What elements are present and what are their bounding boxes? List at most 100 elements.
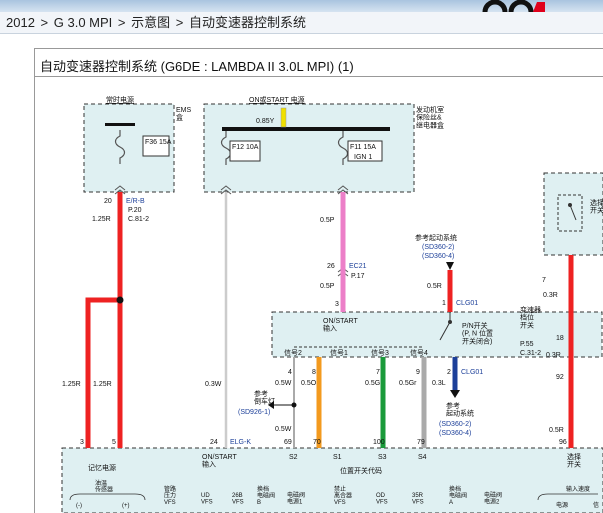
pin-70-label: 70 <box>313 439 321 446</box>
pin-69-label: 69 <box>284 439 292 446</box>
sd926-label: (SD926-1) <box>238 409 270 416</box>
p55-label: P.55 <box>520 341 534 348</box>
yellow-feed-wire <box>280 107 287 128</box>
fuse-f36-icon <box>114 130 126 164</box>
wire-05o-label: 0.5O <box>301 380 317 387</box>
junction-dot <box>116 296 124 304</box>
signal-3-label: 信号3 <box>371 348 389 357</box>
wire-125r-c-label: 1.25R <box>93 381 112 388</box>
pin-18-label: 18 <box>556 335 564 342</box>
range-switch-label: 变速器档位开关 <box>520 305 541 329</box>
wire-05r-label: 0.5R <box>427 283 442 290</box>
sd360-4b-label: (SD360-4) <box>439 430 471 437</box>
wire-125r-label: 1.25R <box>92 216 111 223</box>
clg01-a-label: CLG01 <box>456 300 478 307</box>
breadcrumb-separator: > <box>172 15 187 30</box>
arrow-down-icon <box>450 390 460 398</box>
pin-7-label: 7 <box>376 369 380 376</box>
select-switch-top-label: 选择开关 <box>590 198 603 215</box>
wire-05p-label: 0.5P <box>320 217 335 224</box>
ref-start-label: 参考起动系统 <box>415 233 457 242</box>
wire-05p-b-label: 0.5P <box>320 283 335 290</box>
ecm-terminal-label: 输入速度 <box>566 485 590 493</box>
fuse-f12-label: F12 10A <box>232 144 259 151</box>
ecm-terminal-label: (-) <box>76 503 82 509</box>
p17-label: P.17 <box>351 273 365 280</box>
pin-2-label: 2 <box>447 369 451 376</box>
p20-label: P.20 <box>128 207 142 214</box>
pn-switch-label: P/N开关(P, N 位置开关闭合) <box>462 321 493 345</box>
select-switch-icon <box>557 194 583 232</box>
pin-24-label: 24 <box>210 439 218 446</box>
pin-1-label: 1 <box>442 300 446 307</box>
ecm-brackets <box>69 493 598 501</box>
on-start-wire-label: 0.85Y <box>256 118 275 125</box>
fuse-f12-box <box>229 140 261 162</box>
ecm-terminal-label: 电磁阀电源1 <box>287 491 305 506</box>
wire-03w-label: 0.3W <box>205 381 222 388</box>
ecm-terminal-label: 信 <box>593 501 599 509</box>
ec21-label: EC21 <box>349 263 367 270</box>
s1-label: S1 <box>333 454 342 461</box>
breadcrumb-schematic[interactable]: 示意图 <box>131 15 171 30</box>
ignition-busbar <box>222 127 390 131</box>
fuse-f11-box <box>347 140 383 162</box>
breadcrumb-year[interactable]: 2012 <box>6 15 35 30</box>
elgk-label: ELG-K <box>230 439 251 446</box>
pin-79-label: 79 <box>417 439 425 446</box>
fuse-f36-box <box>142 135 170 157</box>
engine-box-label: 发动机室保险丝&继电器盒 <box>416 105 444 129</box>
hot-power-label: 常时电源 <box>106 95 134 104</box>
er-b-label: E/R-B <box>126 198 145 205</box>
sd360-2b-label: (SD360-2) <box>439 421 471 428</box>
ecm-terminal-label: 电磁阀电源2 <box>484 491 502 506</box>
wires <box>85 192 574 448</box>
range-switch-box <box>271 311 603 358</box>
c31-label: C.31-2 <box>520 350 541 357</box>
ecm-terminal-label: 电源 <box>556 501 568 509</box>
breadcrumb-separator: > <box>114 15 130 30</box>
arrow-down-icon <box>446 262 454 270</box>
select-switch-bottom-label: 选择开关 <box>567 452 581 469</box>
breadcrumb-engine[interactable]: G 3.0 MPI <box>53 15 113 30</box>
sd360-4-label: (SD360-4) <box>422 253 454 260</box>
fuse-f36-label: F36 15A <box>145 139 172 146</box>
pin-26-label: 26 <box>327 263 335 270</box>
ecm-terminal-label: (+) <box>122 503 130 509</box>
pin-8-label: 8 <box>312 369 316 376</box>
ign1-label: IGN 1 <box>354 154 372 161</box>
fuse-f12-icon <box>220 131 232 165</box>
wire-05gr-label: 0.5Gr <box>399 380 417 387</box>
pin-9-label: 9 <box>416 369 420 376</box>
pin-92-label: 92 <box>556 374 564 381</box>
wire-05w-b-label: 0.5W <box>275 426 292 433</box>
wire-125r-b-label: 1.25R <box>62 381 81 388</box>
breadcrumb-current[interactable]: 自动变速器控制系统 <box>188 15 306 30</box>
brand-logo <box>482 0 545 12</box>
wire-05w-label: 0.5W <box>275 380 292 387</box>
pin-5-label: 5 <box>112 439 116 446</box>
position-code-label: 位置开关代码 <box>340 466 382 475</box>
ref-backup-label: 参考倒车灯 <box>254 389 275 406</box>
pin-4-label: 4 <box>288 369 292 376</box>
fuse-f11-label: F11 15A <box>350 144 376 151</box>
ecm-box <box>61 447 603 513</box>
memory-power-label: 记忆电源 <box>88 463 116 472</box>
pin-3b-label: 3 <box>80 439 84 446</box>
c81-label: C.81-2 <box>128 216 149 223</box>
on-start-power-label: ON或START 电源 <box>249 95 305 104</box>
breadcrumb: 2012 > G 3.0 MPI > 示意图 > 自动变速器控制系统 <box>0 12 603 34</box>
s4-label: S4 <box>418 454 427 461</box>
